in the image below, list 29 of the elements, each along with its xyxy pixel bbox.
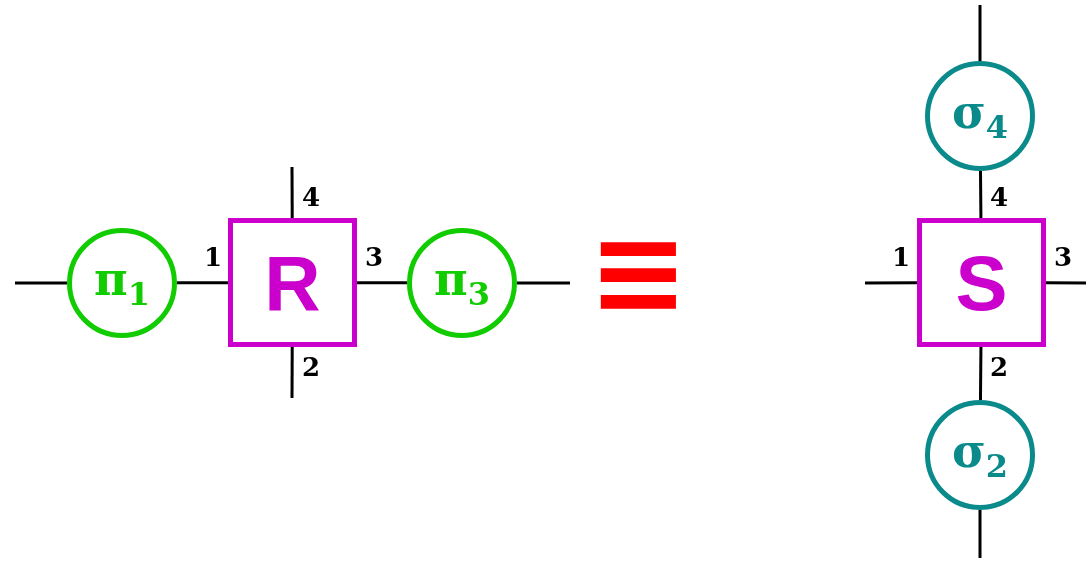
node-label: π$_{3}$	[434, 256, 490, 310]
node-label: R	[264, 243, 321, 322]
tensor-box	[917, 218, 1046, 347]
node-label: σ$_{4}$	[951, 89, 1009, 143]
connector-line	[865, 281, 917, 285]
leg-number: 3	[365, 244, 384, 270]
connector-line	[290, 347, 294, 398]
node-label: S	[955, 243, 1008, 322]
node-label: σ$_{2}$	[951, 428, 1009, 482]
tensor-box	[228, 218, 357, 347]
leg-number: 4	[302, 184, 321, 210]
connector-line	[1046, 281, 1086, 285]
equivalence-sign: ≡	[588, 212, 689, 332]
connector-line	[177, 281, 228, 285]
connector-line	[979, 171, 983, 218]
connector-line	[517, 281, 570, 285]
leg-number: 3	[1054, 244, 1073, 270]
connector-line	[357, 281, 407, 285]
leg-number: 2	[302, 354, 321, 380]
connector-line	[290, 167, 294, 218]
leg-number: 1	[204, 244, 223, 270]
leg-number: 1	[892, 244, 911, 270]
leg-number: 2	[990, 354, 1009, 380]
leg-number: 4	[990, 184, 1009, 210]
connector-line	[978, 5, 982, 61]
connector-line	[979, 347, 983, 400]
connector-line	[15, 281, 67, 285]
connector-line	[978, 510, 982, 558]
node-label: π$_{1}$	[94, 256, 150, 310]
